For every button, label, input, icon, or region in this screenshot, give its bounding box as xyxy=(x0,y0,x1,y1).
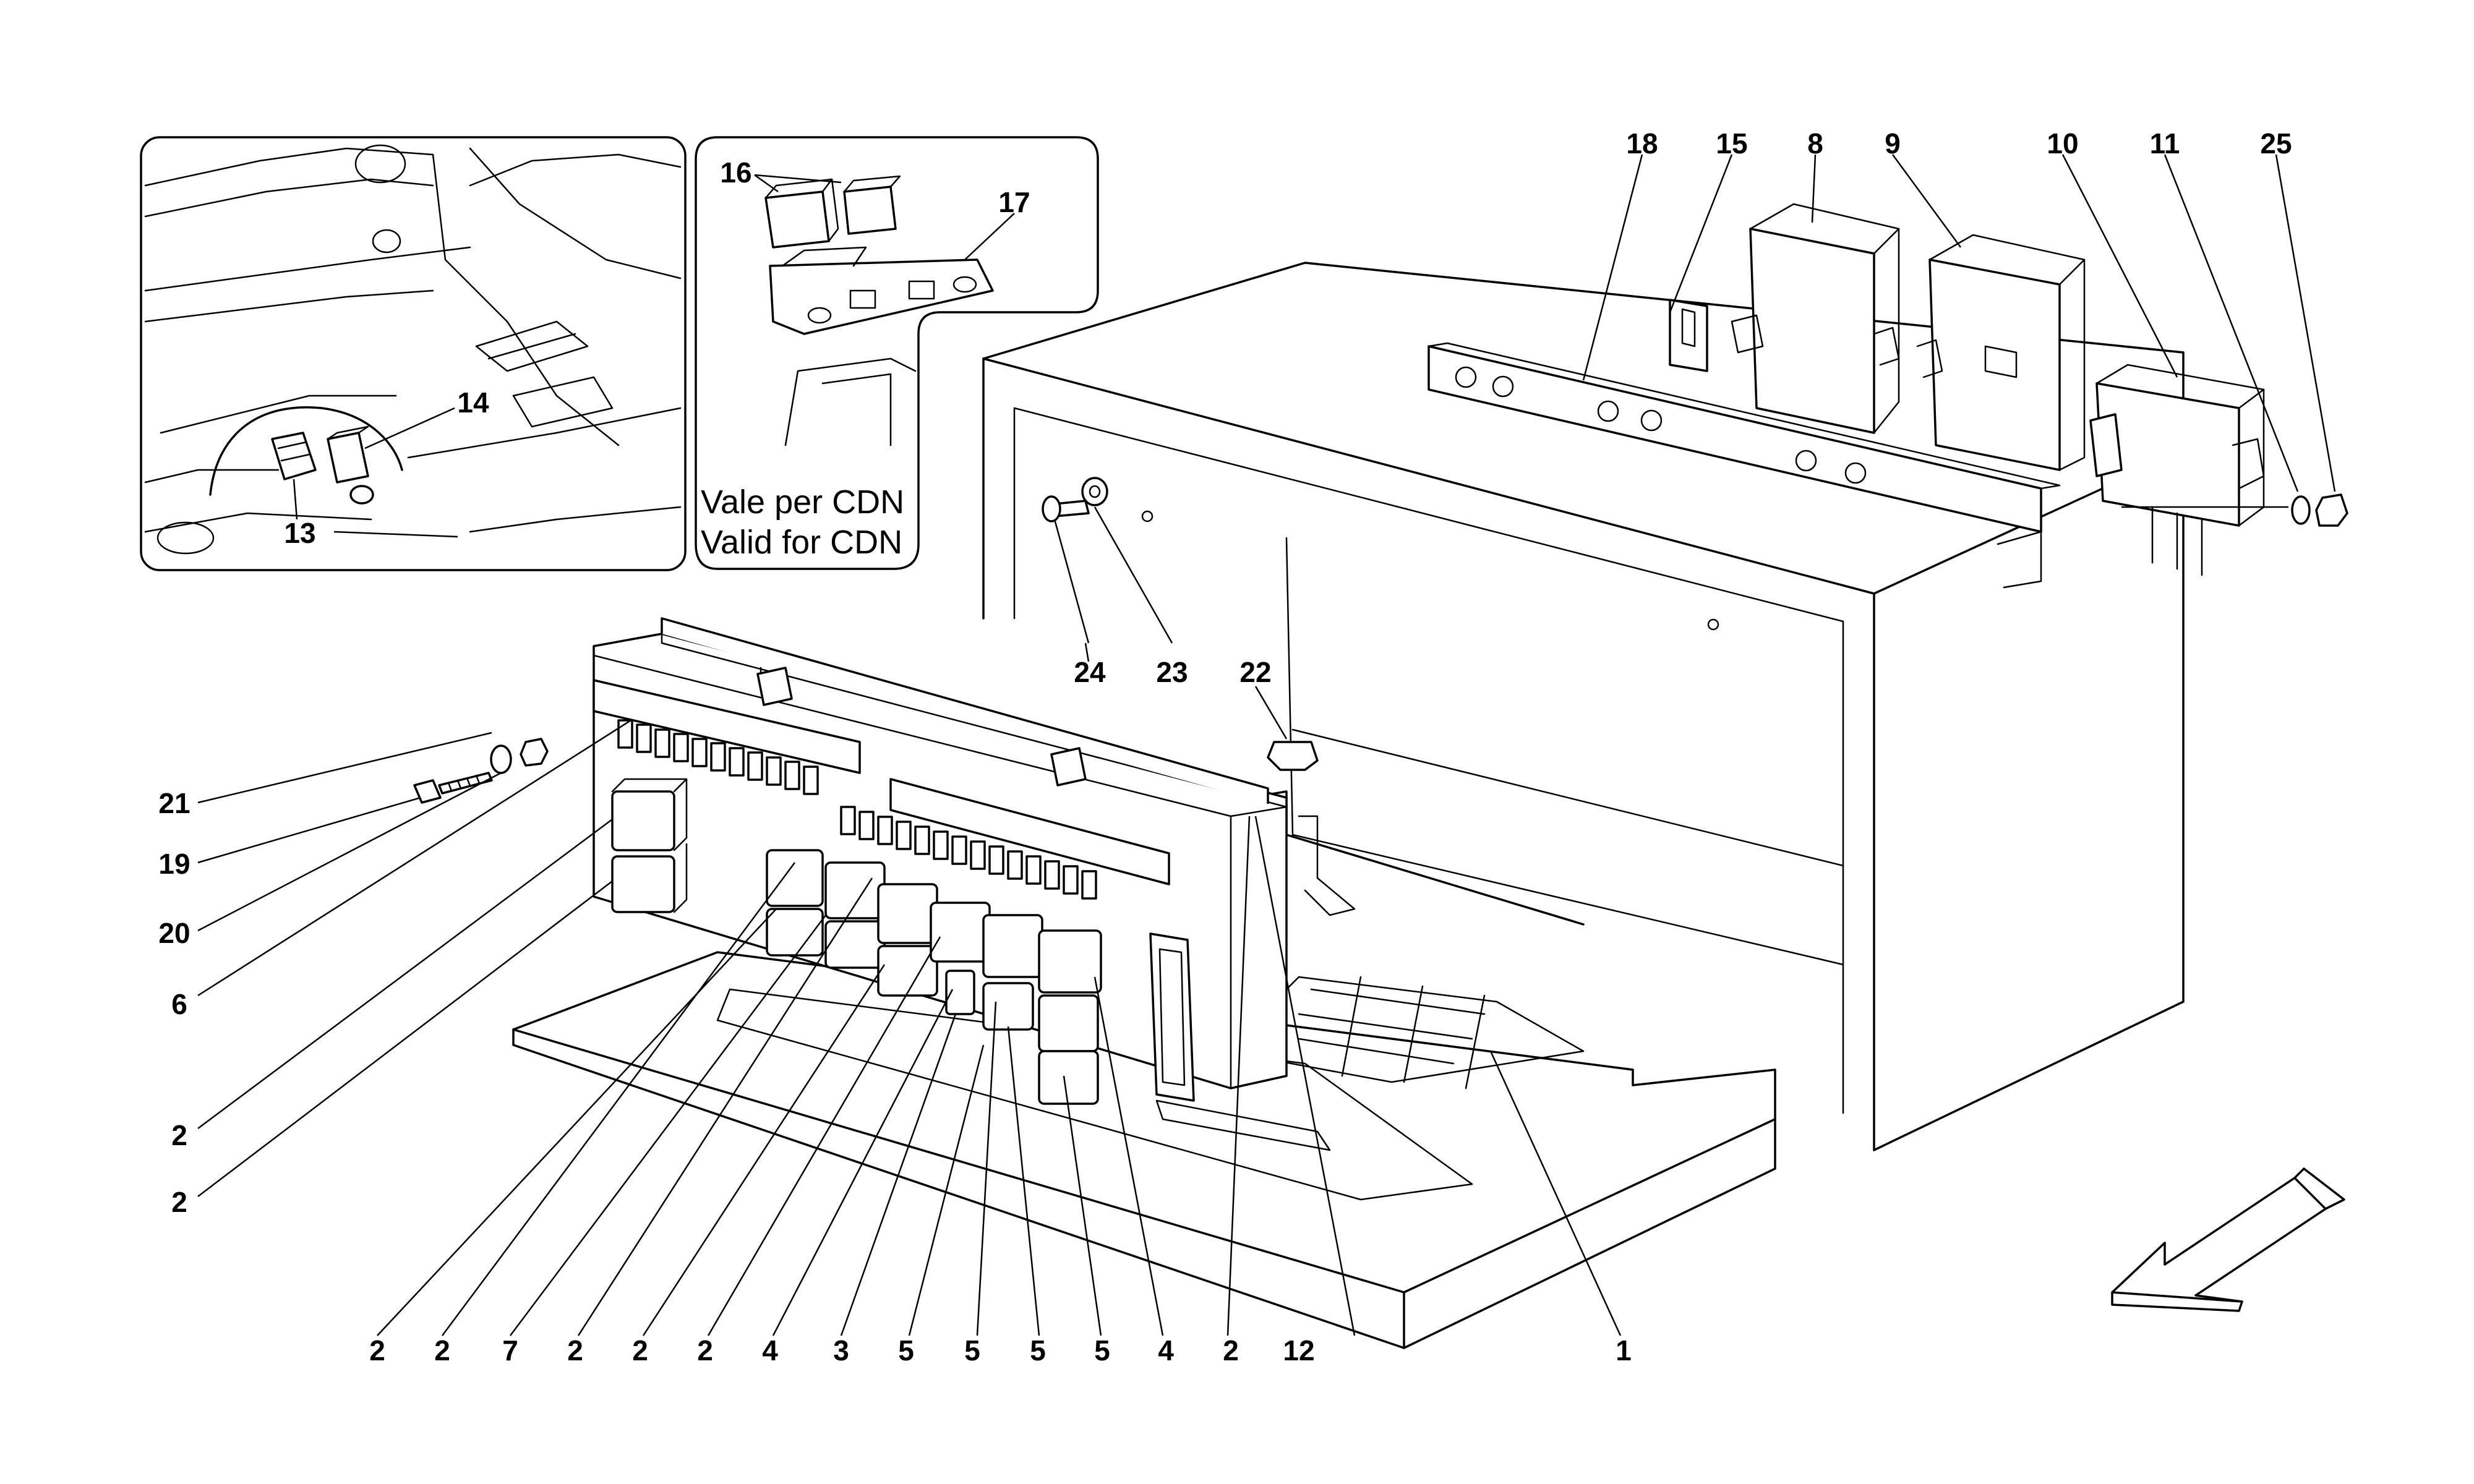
callout-2-bottom-b: 2 xyxy=(434,1334,450,1367)
callout-8: 8 xyxy=(1807,127,1823,160)
callout-2-bottom-d: 2 xyxy=(632,1334,648,1367)
callout-23: 23 xyxy=(1156,656,1188,688)
callout-12: 12 xyxy=(1283,1334,1314,1367)
callout-9: 9 xyxy=(1885,127,1901,160)
callout-2-bottom-f: 2 xyxy=(1223,1334,1239,1367)
callout-19: 19 xyxy=(158,848,190,880)
fuse-row-2 xyxy=(840,806,1097,900)
callout-10: 10 xyxy=(2047,127,2078,160)
callout-2-bottom-a: 2 xyxy=(369,1334,385,1367)
inset-cdn-variant: 16 17 Vale per CDN Valid for CDN xyxy=(695,136,1099,570)
fuse-box-housing xyxy=(512,262,2185,1349)
callout-6: 6 xyxy=(171,988,187,1020)
relay-row xyxy=(766,849,1102,1105)
callout-1: 1 xyxy=(1616,1334,1632,1367)
callout-5-d: 5 xyxy=(1094,1334,1110,1367)
fuse-row-1 xyxy=(617,719,819,795)
callout-5-a: 5 xyxy=(898,1334,914,1367)
callout-16: 16 xyxy=(720,156,751,189)
relay-rail-assembly xyxy=(1427,203,2348,589)
callout-4-a: 4 xyxy=(762,1334,778,1367)
fuse-relay-board xyxy=(593,617,1288,1105)
callout-7: 7 xyxy=(502,1334,518,1367)
screw-washer-clip xyxy=(1042,477,1319,771)
callout-14: 14 xyxy=(457,386,489,419)
bolt-washer-nut xyxy=(413,738,549,804)
callout-4-b: 4 xyxy=(1158,1334,1174,1367)
callout-2-left-a: 2 xyxy=(171,1119,187,1151)
callout-labels: 18 15 8 9 10 11 25 24 23 22 21 19 20 6 2… xyxy=(158,127,2292,1367)
callout-18: 18 xyxy=(1626,127,1658,160)
callout-13: 13 xyxy=(284,517,315,549)
callout-2-bottom-e: 2 xyxy=(697,1334,713,1367)
callout-5-c: 5 xyxy=(1030,1334,1046,1367)
callout-21: 21 xyxy=(158,787,190,819)
callout-5-b: 5 xyxy=(964,1334,980,1367)
note-cdn-english: Valid for CDN xyxy=(701,524,902,561)
callout-25: 25 xyxy=(2260,127,2292,160)
callout-3: 3 xyxy=(833,1334,849,1367)
inset-interior-view: 13 14 xyxy=(140,136,687,571)
leader-lines xyxy=(197,154,2336,1336)
callout-17: 17 xyxy=(998,186,1030,218)
callout-24: 24 xyxy=(1074,656,1106,688)
callout-20: 20 xyxy=(158,917,190,949)
callout-2-bottom-c: 2 xyxy=(567,1334,583,1367)
callout-22: 22 xyxy=(1239,656,1271,688)
callout-2-left-b: 2 xyxy=(171,1186,187,1218)
callout-11: 11 xyxy=(2150,127,2180,160)
note-cdn-italian: Vale per CDN xyxy=(701,484,904,521)
arrow-down-left-icon xyxy=(2111,1167,2345,1312)
callout-15: 15 xyxy=(1716,127,1747,160)
